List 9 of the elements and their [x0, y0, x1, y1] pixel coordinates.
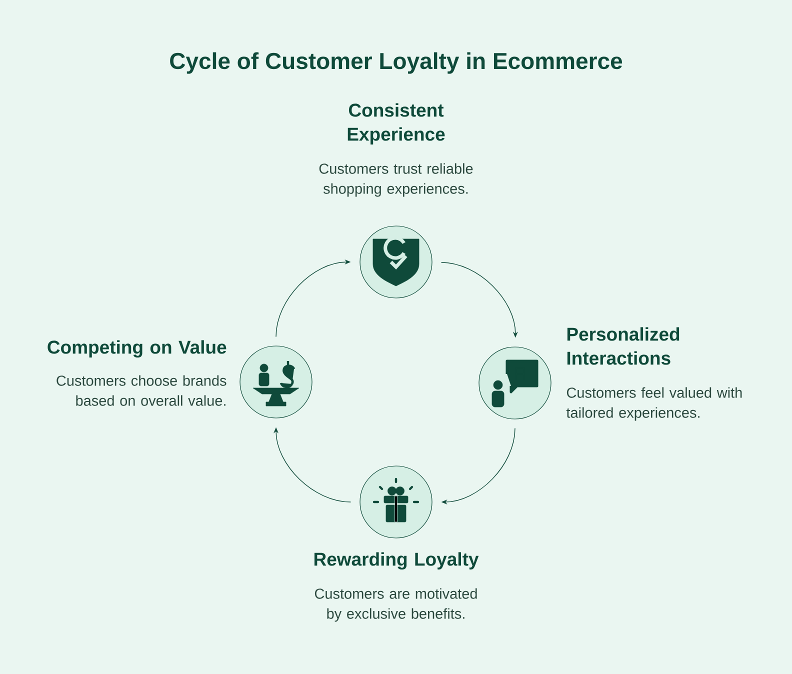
description: Customers trust reliable shopping experiences.: [319, 163, 473, 197]
heading: Consistent Experience: [348, 103, 445, 144]
heading: Personalized Interactions: [567, 327, 680, 365]
heading: Competing on Value: [48, 340, 226, 358]
description: Customers are motivated by exclusive benefits.: [314, 588, 477, 622]
title: Cycle of Customer Loyalty in Ecommerce: [170, 52, 622, 74]
description: Customers choose brands based on overall value.: [56, 375, 226, 406]
heading: Rewarding Loyalty: [314, 552, 479, 570]
description: Customers feel valued with tailored experiences.: [566, 387, 742, 421]
